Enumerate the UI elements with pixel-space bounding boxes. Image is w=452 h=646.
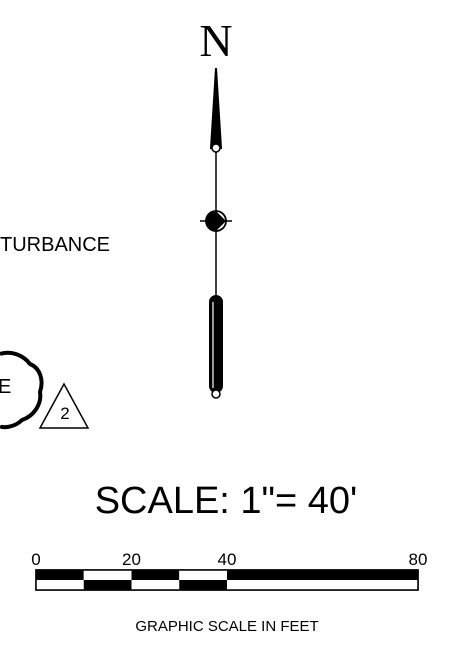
north-arrow-tail-ring	[211, 389, 221, 399]
scale-bar-segment-bottom	[179, 580, 227, 590]
revision-triangle-number: 2	[60, 404, 70, 423]
revision-triangle-icon	[38, 382, 90, 429]
scale-bar-segment-top	[36, 570, 84, 580]
scale-tick-label: 80	[408, 550, 428, 569]
scale-tick-label: 40	[217, 550, 237, 569]
note-text: TURBANCE	[0, 234, 111, 256]
scale-bar-segment-top	[131, 570, 180, 580]
scale-bar-segment-bottom	[227, 580, 418, 590]
scale-bar-segment-bottom	[83, 580, 132, 590]
north-arrow-tail	[209, 295, 223, 393]
north-arrow-symbol	[200, 67, 232, 399]
revision-callout-linework	[0, 350, 90, 430]
scale-bar-segment-top	[179, 570, 227, 580]
scale-title: SCALE: 1"= 40'	[94, 480, 358, 522]
scale-bar-segment-top	[227, 570, 418, 580]
north-letter: N	[199, 15, 233, 66]
scale-caption: GRAPHIC SCALE IN FEET	[135, 618, 319, 635]
revision-circle-letter: E	[0, 376, 12, 398]
scale-tick-label: 20	[122, 550, 141, 569]
north-arrow-head-ring	[211, 143, 221, 153]
graphic-scale-bar	[35, 569, 419, 591]
scale-bar-segment-bottom	[36, 580, 84, 590]
scale-bar-frame	[35, 569, 419, 591]
scale-tick-label: 0	[31, 550, 41, 569]
scale-bar-segment-top	[83, 570, 132, 580]
north-arrow-head	[209, 67, 223, 149]
scale-bar-segment-bottom	[131, 580, 180, 590]
revision-cloud-icon	[0, 350, 44, 430]
